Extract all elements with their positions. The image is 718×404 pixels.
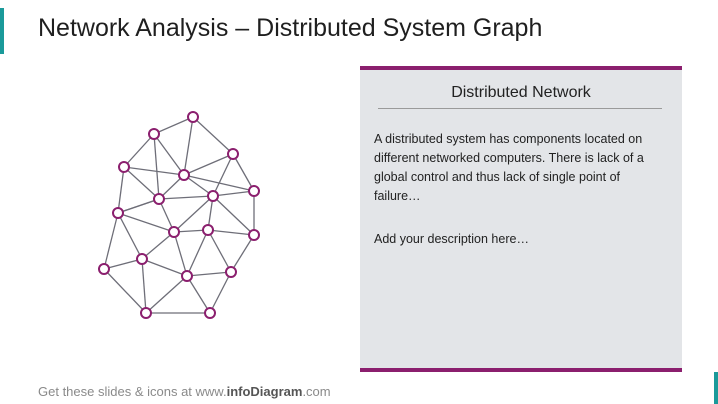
network-node: [112, 207, 124, 219]
network-edge: [153, 133, 185, 176]
network-node: [118, 161, 130, 173]
network-edge: [103, 258, 143, 270]
network-node: [181, 270, 193, 282]
network-edge: [117, 212, 175, 233]
network-edge: [173, 231, 188, 277]
network-edge: [207, 229, 255, 236]
network-node: [178, 169, 190, 181]
network-edge: [103, 212, 119, 270]
network-node: [248, 185, 260, 197]
network-edge: [123, 166, 160, 200]
network-edge: [207, 229, 232, 273]
network-edge: [183, 174, 255, 192]
right-accent-bar: [714, 372, 718, 404]
network-edge: [183, 116, 194, 176]
network-node: [148, 128, 160, 140]
network-edge: [186, 271, 232, 277]
footer-prefix: Get these slides & icons at www.: [38, 384, 227, 399]
left-accent-bar: [0, 8, 4, 54]
network-node: [98, 263, 110, 275]
network-edge: [123, 166, 185, 176]
panel-placeholder-text: Add your description here…: [374, 232, 529, 246]
description-panel: Distributed Network A distributed system…: [360, 66, 682, 372]
network-edge: [158, 195, 214, 200]
panel-heading: Distributed Network: [451, 84, 591, 101]
network-edge: [212, 153, 234, 197]
network-edge: [141, 258, 147, 314]
network-edge: [153, 133, 160, 200]
network-edge: [123, 133, 155, 168]
network-node: [140, 307, 152, 319]
network-node: [248, 229, 260, 241]
network-edge: [117, 198, 160, 214]
network-edge: [212, 190, 255, 197]
network-edge: [145, 275, 188, 314]
slide-title: Network Analysis – Distributed System Gr…: [38, 14, 543, 42]
network-node: [204, 307, 216, 319]
network-node: [227, 148, 239, 160]
footer-credit: Get these slides & icons at www.infoDiag…: [38, 384, 331, 399]
panel-divider: [378, 108, 662, 109]
panel-description: A distributed system has components loca…: [374, 132, 644, 203]
network-edge: [212, 195, 255, 236]
network-edge: [232, 153, 255, 192]
footer-suffix: .com: [302, 384, 331, 399]
network-edge: [141, 258, 188, 277]
network-edge: [117, 166, 125, 214]
network-edge: [186, 275, 211, 314]
network-node: [225, 266, 237, 278]
network-node: [153, 193, 165, 205]
network-edge: [209, 271, 232, 314]
network-node: [187, 111, 199, 123]
footer-brand: infoDiagram: [226, 384, 303, 399]
network-graph: [98, 111, 260, 319]
network-node: [202, 224, 214, 236]
network-edge: [153, 116, 194, 135]
network-node: [136, 253, 148, 265]
network-edge: [183, 153, 234, 176]
network-edge: [141, 231, 175, 260]
network-edge: [173, 195, 214, 233]
network-node: [207, 190, 219, 202]
network-edge: [186, 229, 209, 277]
network-node: [168, 226, 180, 238]
network-edge: [117, 212, 143, 260]
network-edge: [103, 268, 147, 314]
network-edge: [158, 198, 175, 233]
network-edge: [192, 116, 234, 155]
network-edge: [230, 234, 255, 273]
